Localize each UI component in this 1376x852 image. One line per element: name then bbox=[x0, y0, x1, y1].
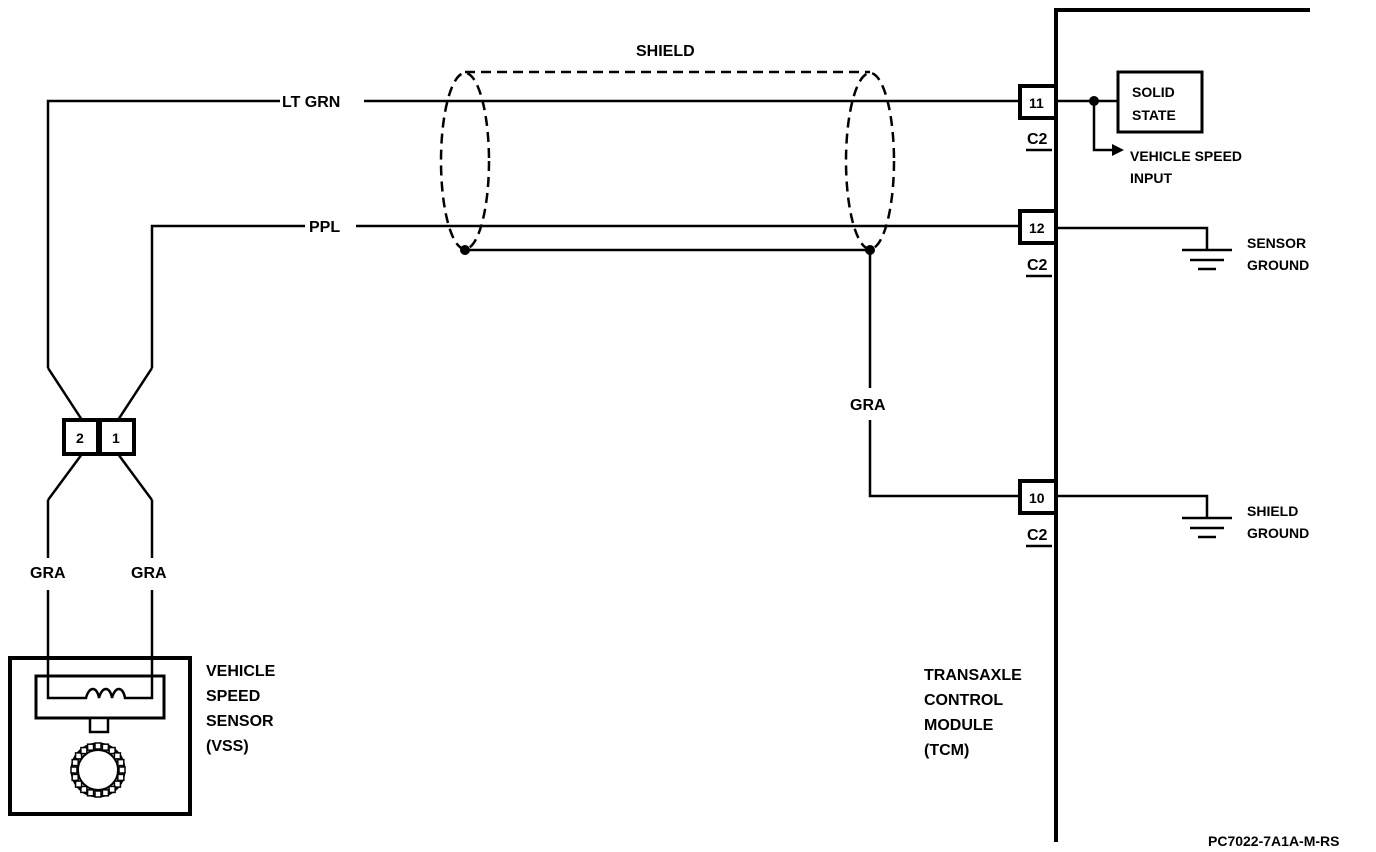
tcm-title-3: MODULE bbox=[924, 717, 994, 734]
pin-12-number: 12 bbox=[1029, 220, 1045, 236]
reluctor-tooth bbox=[101, 743, 110, 751]
solid-state-line2: STATE bbox=[1132, 107, 1176, 123]
reluctor-tooth bbox=[80, 785, 88, 794]
reluctor-tooth bbox=[94, 790, 102, 798]
reluctor-tooth bbox=[108, 785, 116, 794]
gra-left-label: GRA bbox=[30, 565, 66, 582]
reluctor-tooth bbox=[118, 766, 126, 774]
vehicle-speed-input-line1: VEHICLE SPEED bbox=[1130, 148, 1242, 164]
solid-state-box bbox=[1116, 70, 1204, 134]
pin-11-number: 11 bbox=[1029, 95, 1044, 111]
sensor-ground-icon bbox=[1056, 226, 1232, 271]
pin-12-connector: C2 bbox=[1027, 257, 1048, 274]
shield-ground-icon bbox=[1056, 494, 1232, 539]
reluctor-wheel-icon bbox=[70, 742, 126, 798]
arrow-right-icon bbox=[1112, 144, 1124, 156]
shield-drain-wire bbox=[460, 245, 1020, 498]
ppl-label: PPL bbox=[309, 219, 340, 236]
vss-connector bbox=[46, 367, 154, 676]
pin-10-number: 10 bbox=[1029, 490, 1045, 506]
vss-title-4: (VSS) bbox=[206, 738, 249, 755]
shield-ground-line2: GROUND bbox=[1247, 525, 1309, 541]
vss-title-3: SENSOR bbox=[206, 713, 274, 730]
vehicle-speed-sensor bbox=[8, 656, 192, 816]
reluctor-tooth bbox=[117, 773, 125, 782]
gra-drain-label: GRA bbox=[850, 397, 886, 414]
tcm-title-4: (TCM) bbox=[924, 742, 969, 759]
shield-ground-line1: SHIELD bbox=[1247, 503, 1298, 519]
figure-code: PC7022-7A1A-M-RS bbox=[1208, 833, 1339, 849]
reluctor-tooth bbox=[74, 752, 83, 760]
reluctor-tooth bbox=[94, 742, 102, 750]
reluctor-tooth bbox=[71, 758, 79, 767]
reluctor-tooth bbox=[70, 766, 78, 774]
shield-cylinder bbox=[439, 70, 896, 251]
reluctor-tooth bbox=[113, 780, 122, 788]
reluctor-tooth bbox=[71, 773, 79, 782]
ppl-wire bbox=[150, 224, 1020, 368]
tcm-title-2: CONTROL bbox=[924, 692, 1003, 709]
vss-title-2: SPEED bbox=[206, 688, 260, 705]
reluctor-tooth bbox=[80, 746, 88, 755]
splice-dot bbox=[460, 245, 470, 255]
solid-state-circuit bbox=[1056, 70, 1204, 156]
tcm-pin-11 bbox=[1018, 84, 1058, 152]
reluctor-tooth bbox=[113, 752, 122, 760]
vss-pin-1: 1 bbox=[112, 430, 120, 446]
reluctor-tooth bbox=[108, 746, 116, 755]
pin-11-connector: C2 bbox=[1027, 131, 1048, 148]
vehicle-speed-input-line2: INPUT bbox=[1130, 170, 1172, 186]
vss-title-1: VEHICLE bbox=[206, 663, 276, 680]
reluctor-tooth bbox=[86, 789, 95, 797]
solid-state-line1: SOLID bbox=[1132, 84, 1175, 100]
pin-10-connector: C2 bbox=[1027, 527, 1048, 544]
reluctor-tooth bbox=[117, 758, 125, 767]
tcm-title-1: TRANSAXLE bbox=[924, 667, 1022, 684]
reluctor-tooth bbox=[86, 743, 95, 751]
shield-label: SHIELD bbox=[636, 43, 695, 60]
gra-right-label: GRA bbox=[131, 565, 167, 582]
lt-grn-wire bbox=[46, 99, 1020, 368]
coil-icon bbox=[46, 676, 154, 700]
vss-pin-2: 2 bbox=[76, 430, 84, 446]
reluctor-tooth bbox=[74, 780, 83, 788]
reluctor-tooth bbox=[101, 789, 110, 797]
sensor-ground-line2: GROUND bbox=[1247, 257, 1309, 273]
sensor-ground-line1: SENSOR bbox=[1247, 235, 1306, 251]
lt-grn-label: LT GRN bbox=[282, 94, 340, 111]
tcm-module bbox=[1054, 8, 1310, 842]
